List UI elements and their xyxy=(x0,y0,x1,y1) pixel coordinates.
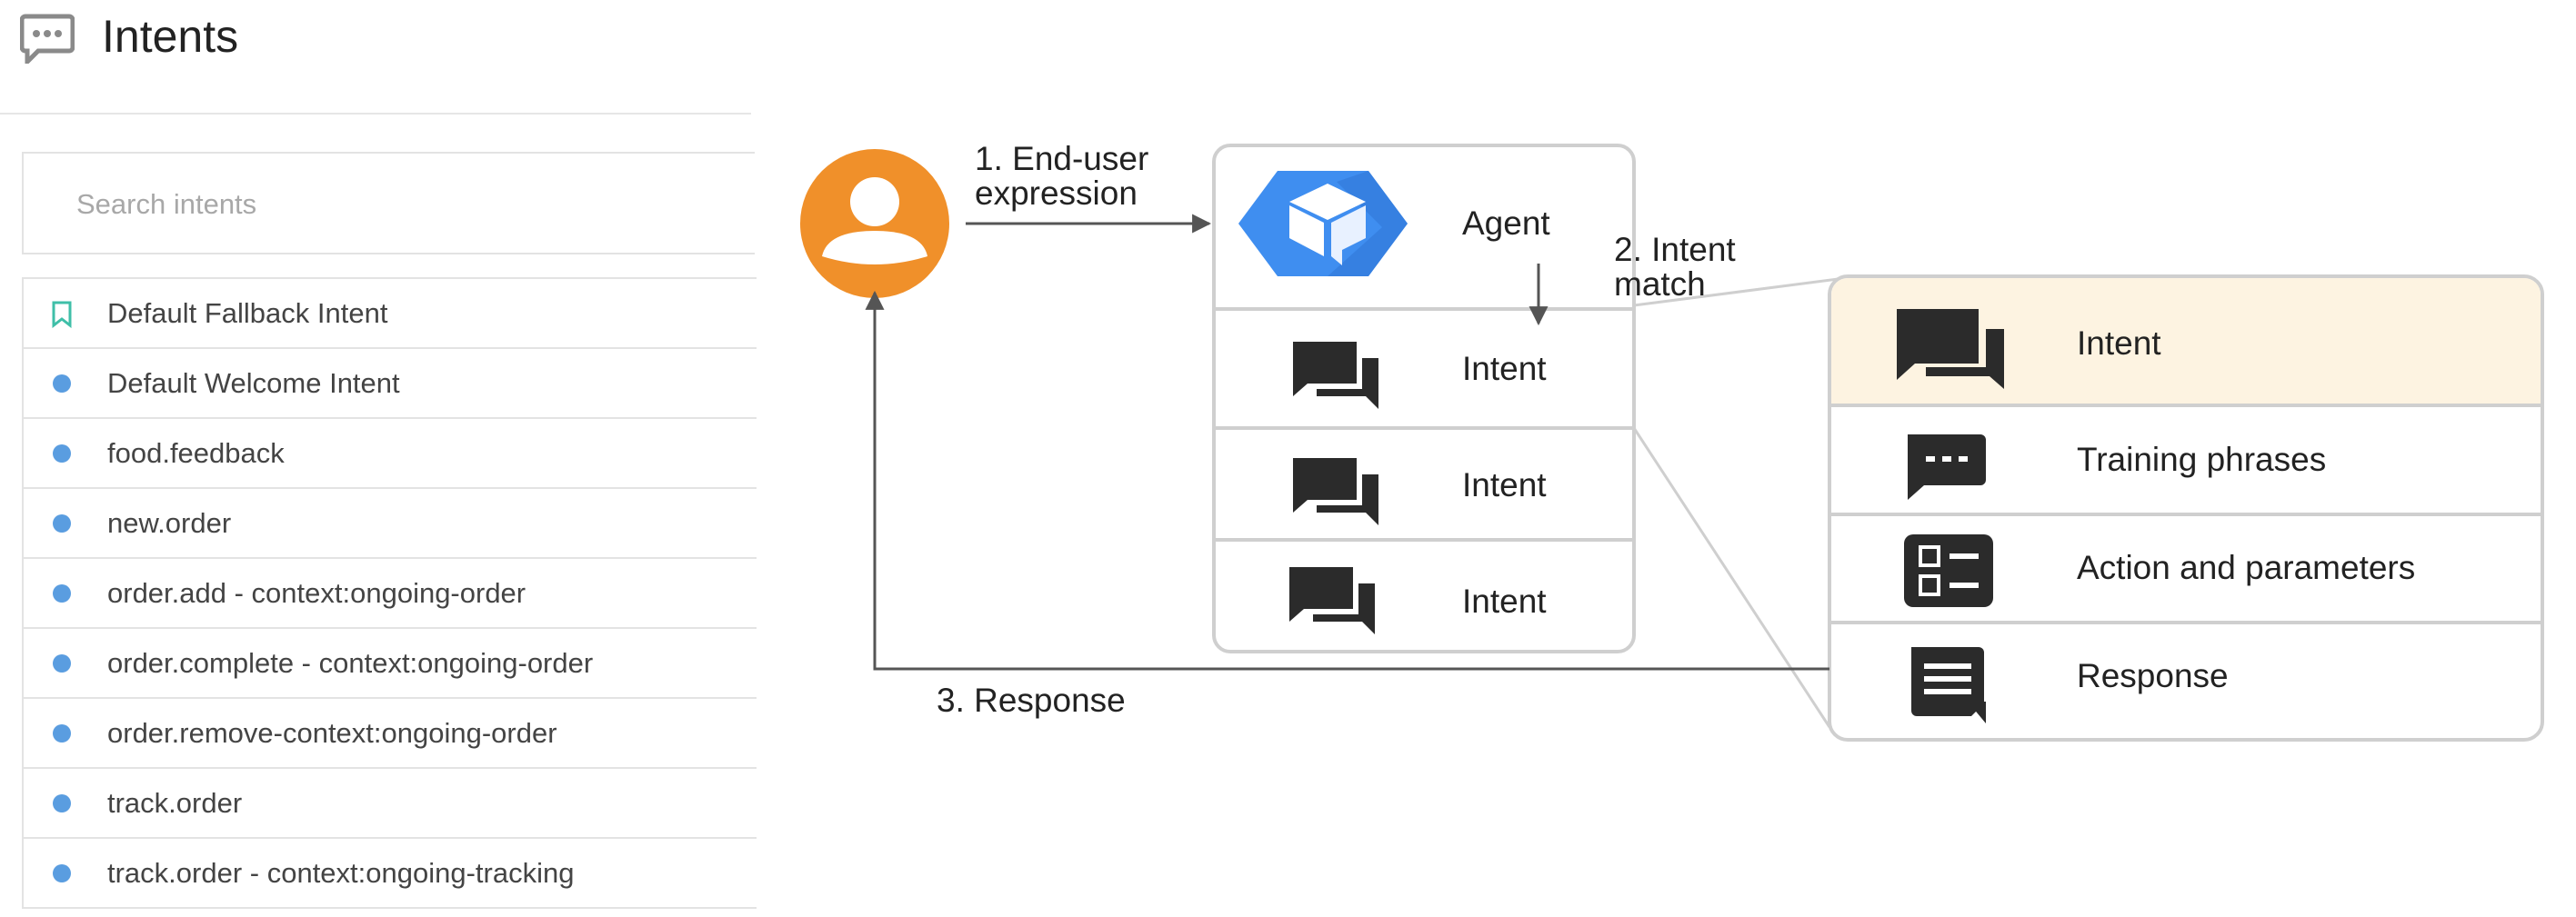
detail-response-label: Response xyxy=(2077,657,2229,694)
intent-label: Default Fallback Intent xyxy=(107,297,388,329)
step1-line2: expression xyxy=(975,174,1138,212)
stack-intent-label: Intent xyxy=(1462,466,1547,503)
search-box[interactable] xyxy=(22,152,755,254)
chat-bubbles-icon xyxy=(1897,309,2004,389)
status-dot xyxy=(53,654,71,673)
intent-label: track.order xyxy=(107,787,243,819)
list-item[interactable]: Default Fallback Intent xyxy=(24,279,757,349)
status-dot xyxy=(53,864,71,882)
message-dots-icon xyxy=(1908,434,1986,500)
stack-intent-label: Intent xyxy=(1462,583,1547,620)
list-item[interactable]: new.order xyxy=(24,489,757,559)
intent-label: order.complete - context:ongoing-order xyxy=(107,647,594,679)
list-item[interactable]: Default Welcome Intent xyxy=(24,349,757,419)
chat-bubbles-icon xyxy=(1289,567,1375,634)
message-lines-icon xyxy=(1911,647,1986,723)
list-item[interactable]: track.order - context:ongoing-tracking xyxy=(24,839,757,909)
bookmark-icon xyxy=(52,301,72,328)
list-item[interactable]: order.remove-context:ongoing-order xyxy=(24,699,757,769)
step1-line1: 1. End-user xyxy=(975,140,1149,177)
dialogflow-agent-icon xyxy=(1238,171,1408,276)
status-dot xyxy=(53,584,71,603)
chat-bubbles-icon xyxy=(1293,458,1378,525)
step2-line2: match xyxy=(1614,265,1706,303)
intent-label: Default Welcome Intent xyxy=(107,367,400,399)
chat-bubbles-icon xyxy=(1293,342,1378,409)
intent-label: food.feedback xyxy=(107,437,285,469)
status-dot xyxy=(53,374,71,393)
response-arrow xyxy=(865,290,1829,671)
checklist-icon xyxy=(1904,534,1993,607)
search-input[interactable] xyxy=(75,154,733,254)
status-dot xyxy=(53,794,71,812)
intent-label: new.order xyxy=(107,507,232,539)
intent-label: track.order - context:ongoing-tracking xyxy=(107,857,575,889)
intent-label: order.add - context:ongoing-order xyxy=(107,577,526,609)
status-dot xyxy=(53,444,71,463)
intent-label: order.remove-context:ongoing-order xyxy=(107,717,557,749)
step1-label: 1. End-user expression xyxy=(975,142,1148,211)
list-item[interactable]: track.order xyxy=(24,769,757,839)
list-item[interactable]: order.add - context:ongoing-order xyxy=(24,559,757,629)
highlight-row xyxy=(1831,278,2541,405)
zoom-connector xyxy=(1633,274,1860,307)
intents-header: Intents xyxy=(0,0,755,113)
zoom-connector xyxy=(1632,427,1831,728)
step2-label: 2. Intent match xyxy=(1614,233,1736,302)
status-dot xyxy=(53,724,71,743)
header-divider xyxy=(0,113,751,115)
detail-intent-label: Intent xyxy=(2077,324,2161,362)
status-dot xyxy=(53,514,71,533)
list-item[interactable]: order.complete - context:ongoing-order xyxy=(24,629,757,699)
list-item[interactable]: food.feedback xyxy=(24,419,757,489)
chat-bubble-icon xyxy=(20,14,75,64)
detail-action-label: Action and parameters xyxy=(2077,549,2416,586)
agent-label: Agent xyxy=(1462,204,1550,242)
intent-list: Default Fallback Intent Default Welcome … xyxy=(22,277,757,909)
page-title: Intents xyxy=(102,11,239,62)
detail-training-label: Training phrases xyxy=(2077,441,2327,478)
step3-label: 3. Response xyxy=(937,682,1126,719)
user-avatar-icon xyxy=(800,149,949,298)
step2-line1: 2. Intent xyxy=(1614,231,1736,268)
stack-intent-label: Intent xyxy=(1462,350,1547,387)
